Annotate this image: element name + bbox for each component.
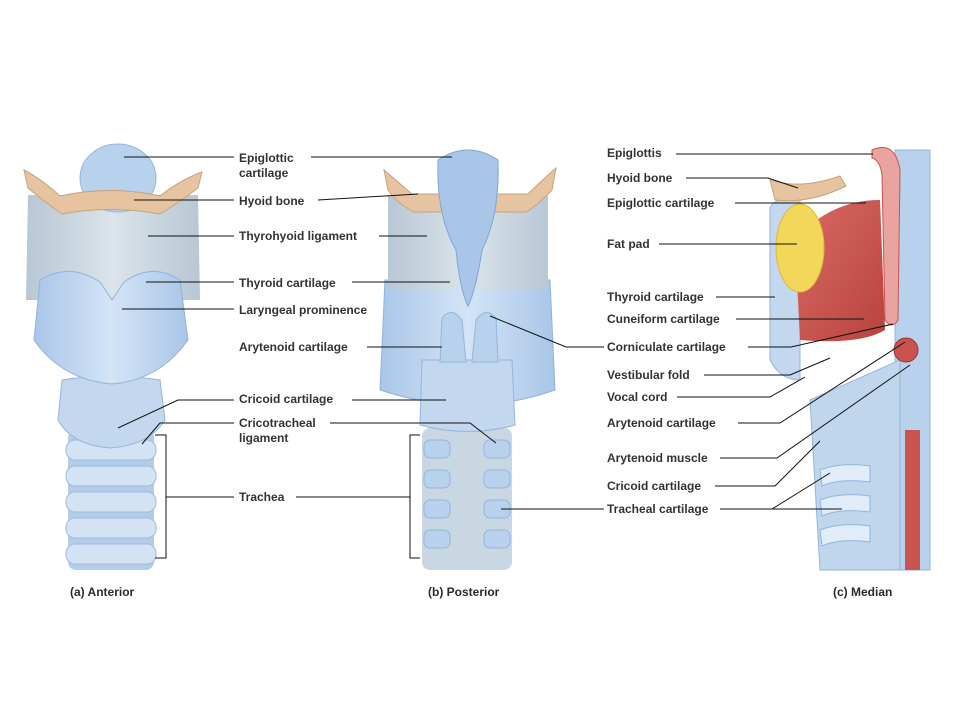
label-cricoid-cartilage-ab: Cricoid cartilage [239, 392, 334, 406]
median-hyoid [769, 175, 847, 202]
caption-anterior: (a) Anterior [70, 585, 135, 599]
label-thyrohyoid-ligament: Thyrohyoid ligament [239, 229, 358, 243]
caption-posterior: (b) Posterior [428, 585, 500, 599]
label-arytenoid-cartilage-c: Arytenoid cartilage [607, 416, 716, 430]
label-corniculate-cartilage: Corniculate cartilage [607, 340, 726, 354]
median-view [769, 147, 931, 571]
label-laryngeal-prominence: Laryngeal prominence [239, 303, 368, 317]
label-cricotracheal-ligament: Cricotracheal ligament [239, 416, 316, 445]
anterior-trachea-bracket [155, 434, 167, 559]
caption-median: (c) Median [833, 585, 893, 599]
posterior-trachea-bracket [409, 434, 420, 559]
label-arytenoid-cartilage-ab: Arytenoid cartilage [239, 340, 348, 354]
median-arytenoid [893, 337, 919, 363]
posterior-view [379, 149, 557, 570]
leader-lines-c [489, 153, 911, 510]
label-epiglottis: Epiglottis [607, 146, 662, 160]
median-fat-pad [775, 203, 825, 293]
posterior-epiglottis [437, 149, 499, 308]
median-tracheal-rings [819, 464, 871, 547]
label-epiglottic-cartilage-c: Epiglottic cartilage [607, 196, 715, 210]
label-vocal-cord: Vocal cord [607, 390, 668, 404]
label-thyroid-cartilage-ab: Thyroid cartilage [239, 276, 336, 290]
posterior-arytenoids [439, 312, 499, 363]
label-hyoid-bone-c: Hyoid bone [607, 171, 673, 185]
posterior-hyoid [383, 166, 557, 213]
label-cricoid-cartilage-c: Cricoid cartilage [607, 479, 702, 493]
label-epiglottic-cartilage-ab: Epiglottic cartilage [239, 151, 294, 180]
leader-lines-ab [117, 156, 497, 498]
anterior-view [23, 143, 203, 570]
label-tracheal-cartilage: Tracheal cartilage [607, 502, 709, 516]
label-arytenoid-muscle: Arytenoid muscle [607, 451, 708, 465]
label-trachea: Trachea [239, 490, 285, 504]
posterior-trachea [422, 428, 512, 570]
label-hyoid-bone-ab: Hyoid bone [239, 194, 305, 208]
anterior-trachea [65, 430, 157, 570]
label-thyroid-cartilage-c: Thyroid cartilage [607, 290, 704, 304]
posterior-cricoid [419, 359, 516, 432]
anterior-thyroid [33, 271, 189, 385]
label-vestibular-fold: Vestibular fold [607, 368, 690, 382]
anterior-hyoid [23, 169, 203, 215]
median-esophagus-strip [905, 430, 920, 570]
label-fat-pad: Fat pad [607, 237, 650, 251]
label-cuneiform-cartilage: Cuneiform cartilage [607, 312, 720, 326]
